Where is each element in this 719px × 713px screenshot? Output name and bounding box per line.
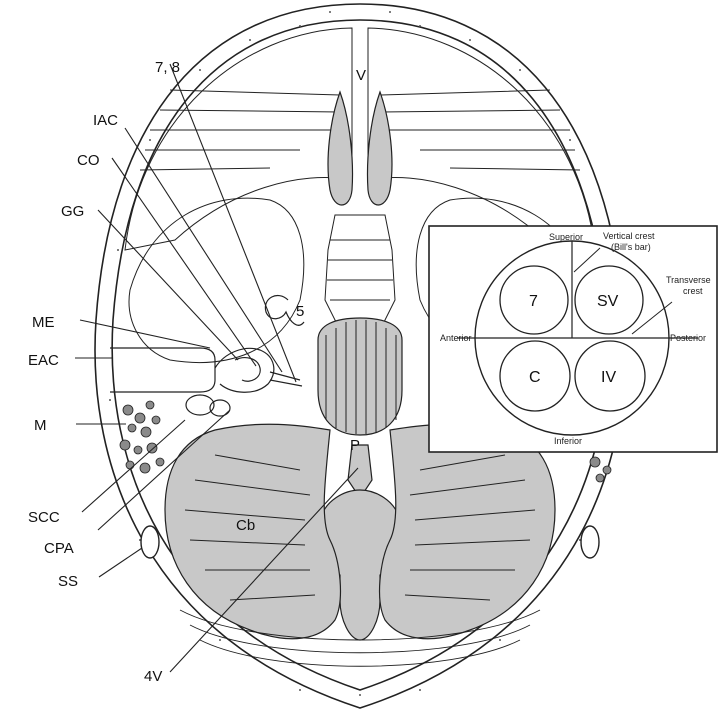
- iac-inset: 7 SV C IV Superior Inferior Anterior Pos…: [429, 226, 717, 452]
- label-m: M: [34, 417, 47, 434]
- inset-label-c: C: [529, 369, 541, 386]
- inset-superior: Superior: [549, 232, 583, 242]
- inset-label-iv: IV: [601, 369, 616, 386]
- label-5: 5: [296, 303, 304, 320]
- label-v: V: [356, 67, 366, 84]
- inset-anterior: Anterior: [440, 333, 472, 343]
- label-eac: EAC: [28, 352, 59, 369]
- label-cpa: CPA: [44, 540, 74, 557]
- inset-bills-bar: (Bill's bar): [611, 242, 651, 252]
- label-p: P: [350, 437, 360, 454]
- inset-crest: crest: [683, 286, 703, 296]
- label-scc: SCC: [28, 509, 60, 526]
- label-gg: GG: [61, 203, 84, 220]
- label-4v: 4V: [144, 668, 162, 685]
- inset-vertical-crest: Vertical crest: [603, 231, 655, 241]
- brainstem: [325, 215, 395, 330]
- frontal-lobes: [125, 28, 595, 250]
- lateral-ventricles: [328, 92, 392, 205]
- inset-label-sv: SV: [597, 293, 619, 310]
- inset-transverse: Transverse: [666, 275, 711, 285]
- label-cb: Cb: [236, 517, 255, 534]
- inset-posterior: Posterior: [670, 333, 706, 343]
- inset-inferior: Inferior: [554, 436, 582, 446]
- label-iac: IAC: [93, 112, 118, 129]
- pons: [318, 318, 402, 435]
- label-ss: SS: [58, 573, 78, 590]
- inset-label-7: 7: [529, 293, 538, 310]
- label-co: CO: [77, 152, 100, 169]
- label-7-8: 7, 8: [155, 59, 180, 76]
- label-me: ME: [32, 314, 55, 331]
